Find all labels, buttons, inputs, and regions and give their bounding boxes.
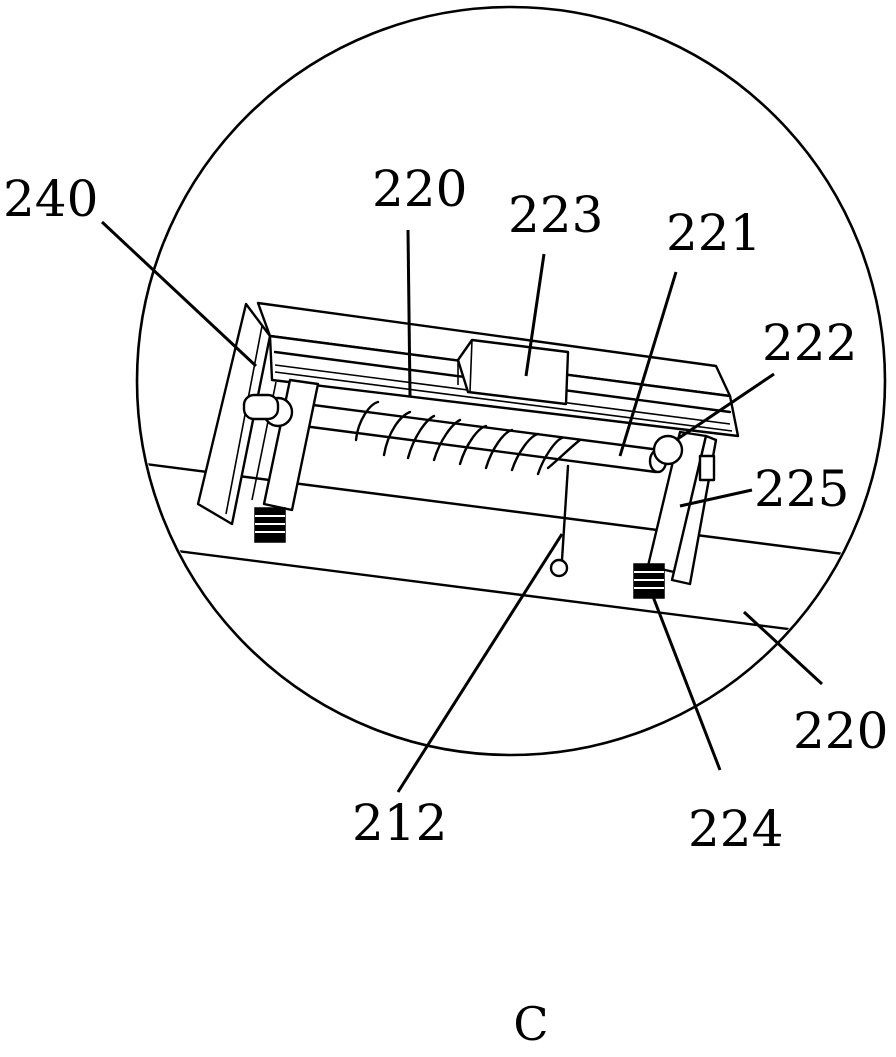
label-224: 224 (688, 800, 783, 858)
figure-caption: C (513, 997, 548, 1051)
slider-block (456, 338, 570, 406)
label-240: 240 (3, 170, 98, 228)
label-220-top: 220 (372, 160, 467, 218)
label-222: 222 (762, 314, 857, 372)
label-223: 223 (508, 186, 603, 244)
leader-lines (100, 220, 824, 793)
hanging-pin (549, 464, 570, 578)
left-column (242, 378, 320, 543)
label-212: 212 (352, 794, 447, 852)
right-column (633, 430, 718, 599)
label-221: 221 (666, 204, 761, 262)
detail-circle (135, 5, 887, 757)
spring-coil (354, 400, 582, 476)
left-mount-plate (196, 302, 272, 526)
label-225: 225 (754, 460, 849, 518)
label-220-right: 220 (793, 702, 888, 760)
